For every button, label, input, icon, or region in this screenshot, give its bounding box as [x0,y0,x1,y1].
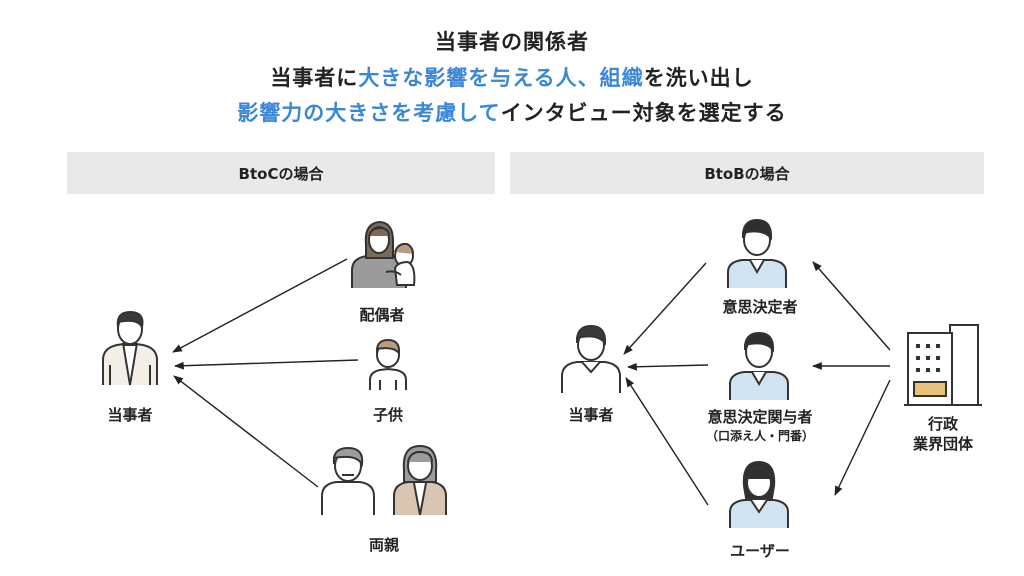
main-title: 当事者の関係者 [435,30,589,54]
influencer-note: （口添え人・門番） [705,429,814,443]
btoc-arrow-parents [173,375,319,488]
btoc-center-person-icon [102,310,158,386]
parents-label: 両親 [368,536,399,554]
subtitle-1-highlight: 大きな影響を与える人、組織 [358,66,644,90]
subtitle-1-a: 当事者に [270,66,359,90]
subtitle-line-2: 影響力の大きさを考慮してインタビュー対象を選定する [0,97,1024,127]
btob-panel-header: BtoBの場合 [510,152,984,194]
btoc-center-label: 当事者 [107,406,153,424]
government-label-line1: 行政 [927,415,958,433]
subtitle-1-c: を洗い出し [643,66,754,90]
subtitle-line-1: 当事者に大きな影響を与える人、組織を洗い出し [0,62,1024,92]
spouse-icon [351,220,416,288]
child-label: 子供 [372,406,403,424]
decision-maker-icon [727,218,787,288]
government-building-icon [904,324,982,406]
btob-arrow-decision-to-center [623,262,707,355]
parents-icon [321,444,447,516]
btoc-arrow-child [174,359,359,370]
btob-arrow-gov-to-user [834,379,891,496]
user-label: ユーザー [730,542,790,560]
btob-arrow-gov-to-decision [812,261,891,351]
government-label-line2: 業界団体 [912,435,973,453]
subtitle-2-highlight: 影響力の大きさを考慮して [237,101,501,125]
child-icon [369,338,407,390]
influencer-label: 意思決定関与者 [707,408,813,426]
btoc-arrow-spouse [172,258,348,353]
btoc-panel-header: BtoCの場合 [67,152,495,194]
btob-center-person-icon [561,324,621,393]
user-icon [729,460,789,528]
btob-arrow-influencer-to-center [627,362,709,371]
btob-center-label: 当事者 [568,406,614,424]
btob-arrow-user-to-center [625,377,709,506]
decision-maker-label: 意思決定者 [722,298,798,316]
influencer-icon [729,331,789,400]
spouse-label: 配偶者 [359,306,405,324]
subtitle-2-b: インタビュー対象を選定する [500,101,787,125]
